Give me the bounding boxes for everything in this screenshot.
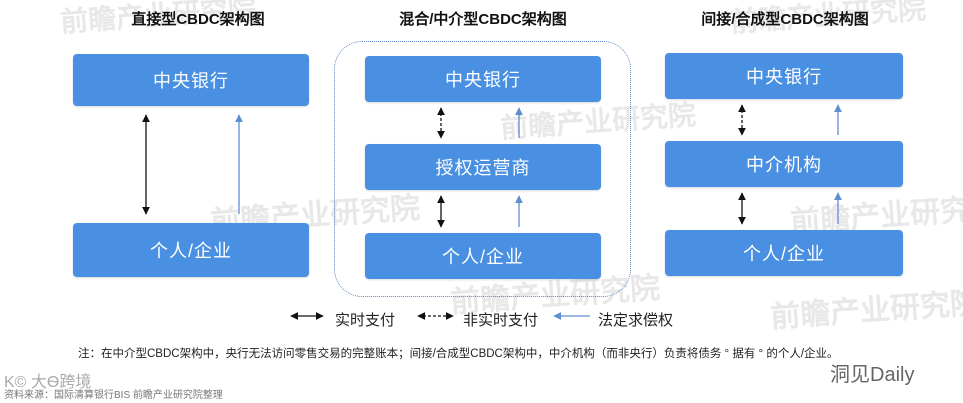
diagram-title-hybrid: 混合/中介型CBDC架构图 — [399, 11, 567, 28]
central-bank-box-direct: 中央银行 — [73, 54, 309, 106]
central-bank-box-hybrid: 中央银行 — [365, 56, 601, 102]
diagram-title-indirect: 间接/合成型CBDC架构图 — [701, 11, 869, 28]
footnote: 注：在中介型CBDC架构中，央行无法访问零售交易的完整账本；间接/合成型CBDC… — [78, 348, 839, 360]
wechat-watermark: 洞见Daily — [830, 364, 915, 386]
individual-enterprise-box-direct: 个人/企业 — [73, 223, 309, 277]
central-bank-box-indirect: 中央银行 — [665, 53, 903, 99]
source-text: 资料来源：国际清算银行BIS 前瞻产业研究院整理 — [4, 390, 223, 401]
legend-realtime-label: 实时支付 — [335, 312, 396, 329]
intermediary-box: 中介机构 — [665, 141, 903, 187]
authorized-operator-box: 授权运营商 — [365, 144, 601, 190]
individual-enterprise-box-hybrid: 个人/企业 — [365, 233, 601, 279]
corner-watermark: K© 大Ѳ跨境 — [4, 374, 92, 391]
individual-enterprise-box-indirect: 个人/企业 — [665, 230, 903, 276]
hybrid-group-border — [334, 41, 631, 297]
legend-nonrealtime-label: 非实时支付 — [463, 312, 539, 329]
diagram-title-direct: 直接型CBDC架构图 — [131, 11, 265, 28]
legend-claim-label: 法定求偿权 — [598, 312, 674, 329]
